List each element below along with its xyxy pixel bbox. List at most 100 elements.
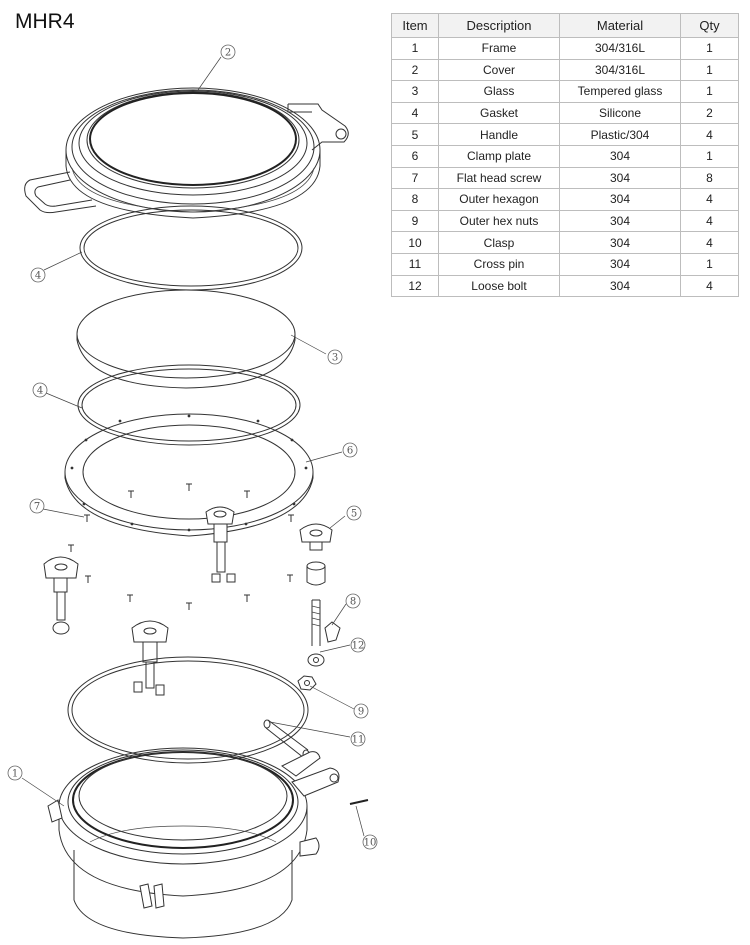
callout-2: 2 xyxy=(220,44,236,60)
cell-qty: 4 xyxy=(680,274,739,298)
svg-text:5: 5 xyxy=(351,509,357,520)
cell-item: 7 xyxy=(391,166,439,190)
cell-item: 1 xyxy=(391,37,439,60)
clamp-plate-part xyxy=(64,413,314,537)
cell-description: Handle xyxy=(438,123,560,146)
header-material: Material xyxy=(559,13,681,38)
cell-material: 304 xyxy=(559,188,681,211)
cell-qty: 4 xyxy=(680,188,739,211)
svg-text:12: 12 xyxy=(352,641,365,652)
callout-9: 9 xyxy=(353,703,369,719)
callout-1: 1 xyxy=(7,765,23,781)
svg-text:9: 9 xyxy=(358,707,364,718)
cell-description: Clasp xyxy=(438,231,560,254)
svg-text:2: 2 xyxy=(225,48,231,59)
cover-part xyxy=(24,87,349,219)
cell-qty: 1 xyxy=(680,252,739,276)
cell-description: Glass xyxy=(438,80,560,103)
svg-text:11: 11 xyxy=(352,735,365,746)
frame-part xyxy=(47,747,340,939)
clasp-part xyxy=(349,799,369,805)
svg-text:10: 10 xyxy=(364,838,377,849)
cell-item: 8 xyxy=(391,188,439,211)
cell-description: Outer hex nuts xyxy=(438,209,560,233)
svg-text:1: 1 xyxy=(12,769,18,780)
exploded-drawing: 2 4 3 4 6 7 5 8 12 9 11 1 xyxy=(7,44,378,939)
cell-item: 2 xyxy=(391,58,439,82)
model-title: MHR4 xyxy=(15,10,75,33)
callout-4-bottom: 4 xyxy=(32,382,48,398)
cell-qty: 4 xyxy=(680,209,739,233)
cell-description: Loose bolt xyxy=(438,274,560,298)
cell-description: Flat head screw xyxy=(438,166,560,190)
handle-center-part xyxy=(205,506,236,583)
cell-material: 304 xyxy=(559,166,681,190)
cell-item: 11 xyxy=(391,252,439,276)
svg-text:6: 6 xyxy=(347,446,353,457)
frame-gasket-part xyxy=(67,656,309,764)
cell-qty: 1 xyxy=(680,80,739,103)
cell-material: Silicone xyxy=(559,101,681,125)
cell-material: 304 xyxy=(559,274,681,298)
gasket-bottom-part xyxy=(77,364,301,446)
handle-left-part xyxy=(43,556,79,635)
cell-item: 6 xyxy=(391,144,439,168)
cell-item: 9 xyxy=(391,209,439,233)
callout-11: 11 xyxy=(350,731,366,747)
cell-description: Cross pin xyxy=(438,252,560,276)
cell-material: Plastic/304 xyxy=(559,123,681,146)
cell-material: 304/316L xyxy=(559,37,681,60)
callout-12: 12 xyxy=(350,637,366,653)
cell-qty: 4 xyxy=(680,231,739,254)
outer-hexagon-part xyxy=(324,621,341,643)
handle-right-part xyxy=(299,523,333,586)
cell-material: 304 xyxy=(559,209,681,233)
callout-10: 10 xyxy=(362,834,378,850)
callout-4-top: 4 xyxy=(30,267,46,283)
cell-material: Tempered glass xyxy=(559,80,681,103)
gasket-top-part xyxy=(79,205,303,291)
cell-item: 10 xyxy=(391,231,439,254)
callout-6: 6 xyxy=(342,442,358,458)
flat-head-screws-part xyxy=(68,483,294,610)
svg-text:8: 8 xyxy=(350,597,356,608)
cell-qty: 2 xyxy=(680,101,739,125)
cell-material: 304 xyxy=(559,231,681,254)
cell-material: 304/316L xyxy=(559,58,681,82)
cell-item: 5 xyxy=(391,123,439,146)
cell-qty: 1 xyxy=(680,58,739,82)
callout-8: 8 xyxy=(345,593,361,609)
callout-5: 5 xyxy=(346,505,362,521)
cell-qty: 8 xyxy=(680,166,739,190)
loose-bolt-part xyxy=(307,599,325,667)
cell-material: 304 xyxy=(559,144,681,168)
callout-3: 3 xyxy=(327,349,343,365)
cell-description: Outer hexagon xyxy=(438,188,560,211)
svg-text:4: 4 xyxy=(37,386,43,397)
svg-text:4: 4 xyxy=(35,271,41,282)
header-item: Item xyxy=(391,13,439,38)
glass-part xyxy=(76,289,296,389)
cell-item: 3 xyxy=(391,80,439,103)
table-header-row: Item Description Material Qty xyxy=(391,13,739,38)
cell-item: 12 xyxy=(391,274,439,298)
cell-description: Gasket xyxy=(438,101,560,125)
cell-description: Frame xyxy=(438,37,560,60)
leader-lines xyxy=(21,56,365,837)
cell-qty: 4 xyxy=(680,123,739,146)
cell-description: Cover xyxy=(438,58,560,82)
handle-lower-part xyxy=(131,620,169,696)
